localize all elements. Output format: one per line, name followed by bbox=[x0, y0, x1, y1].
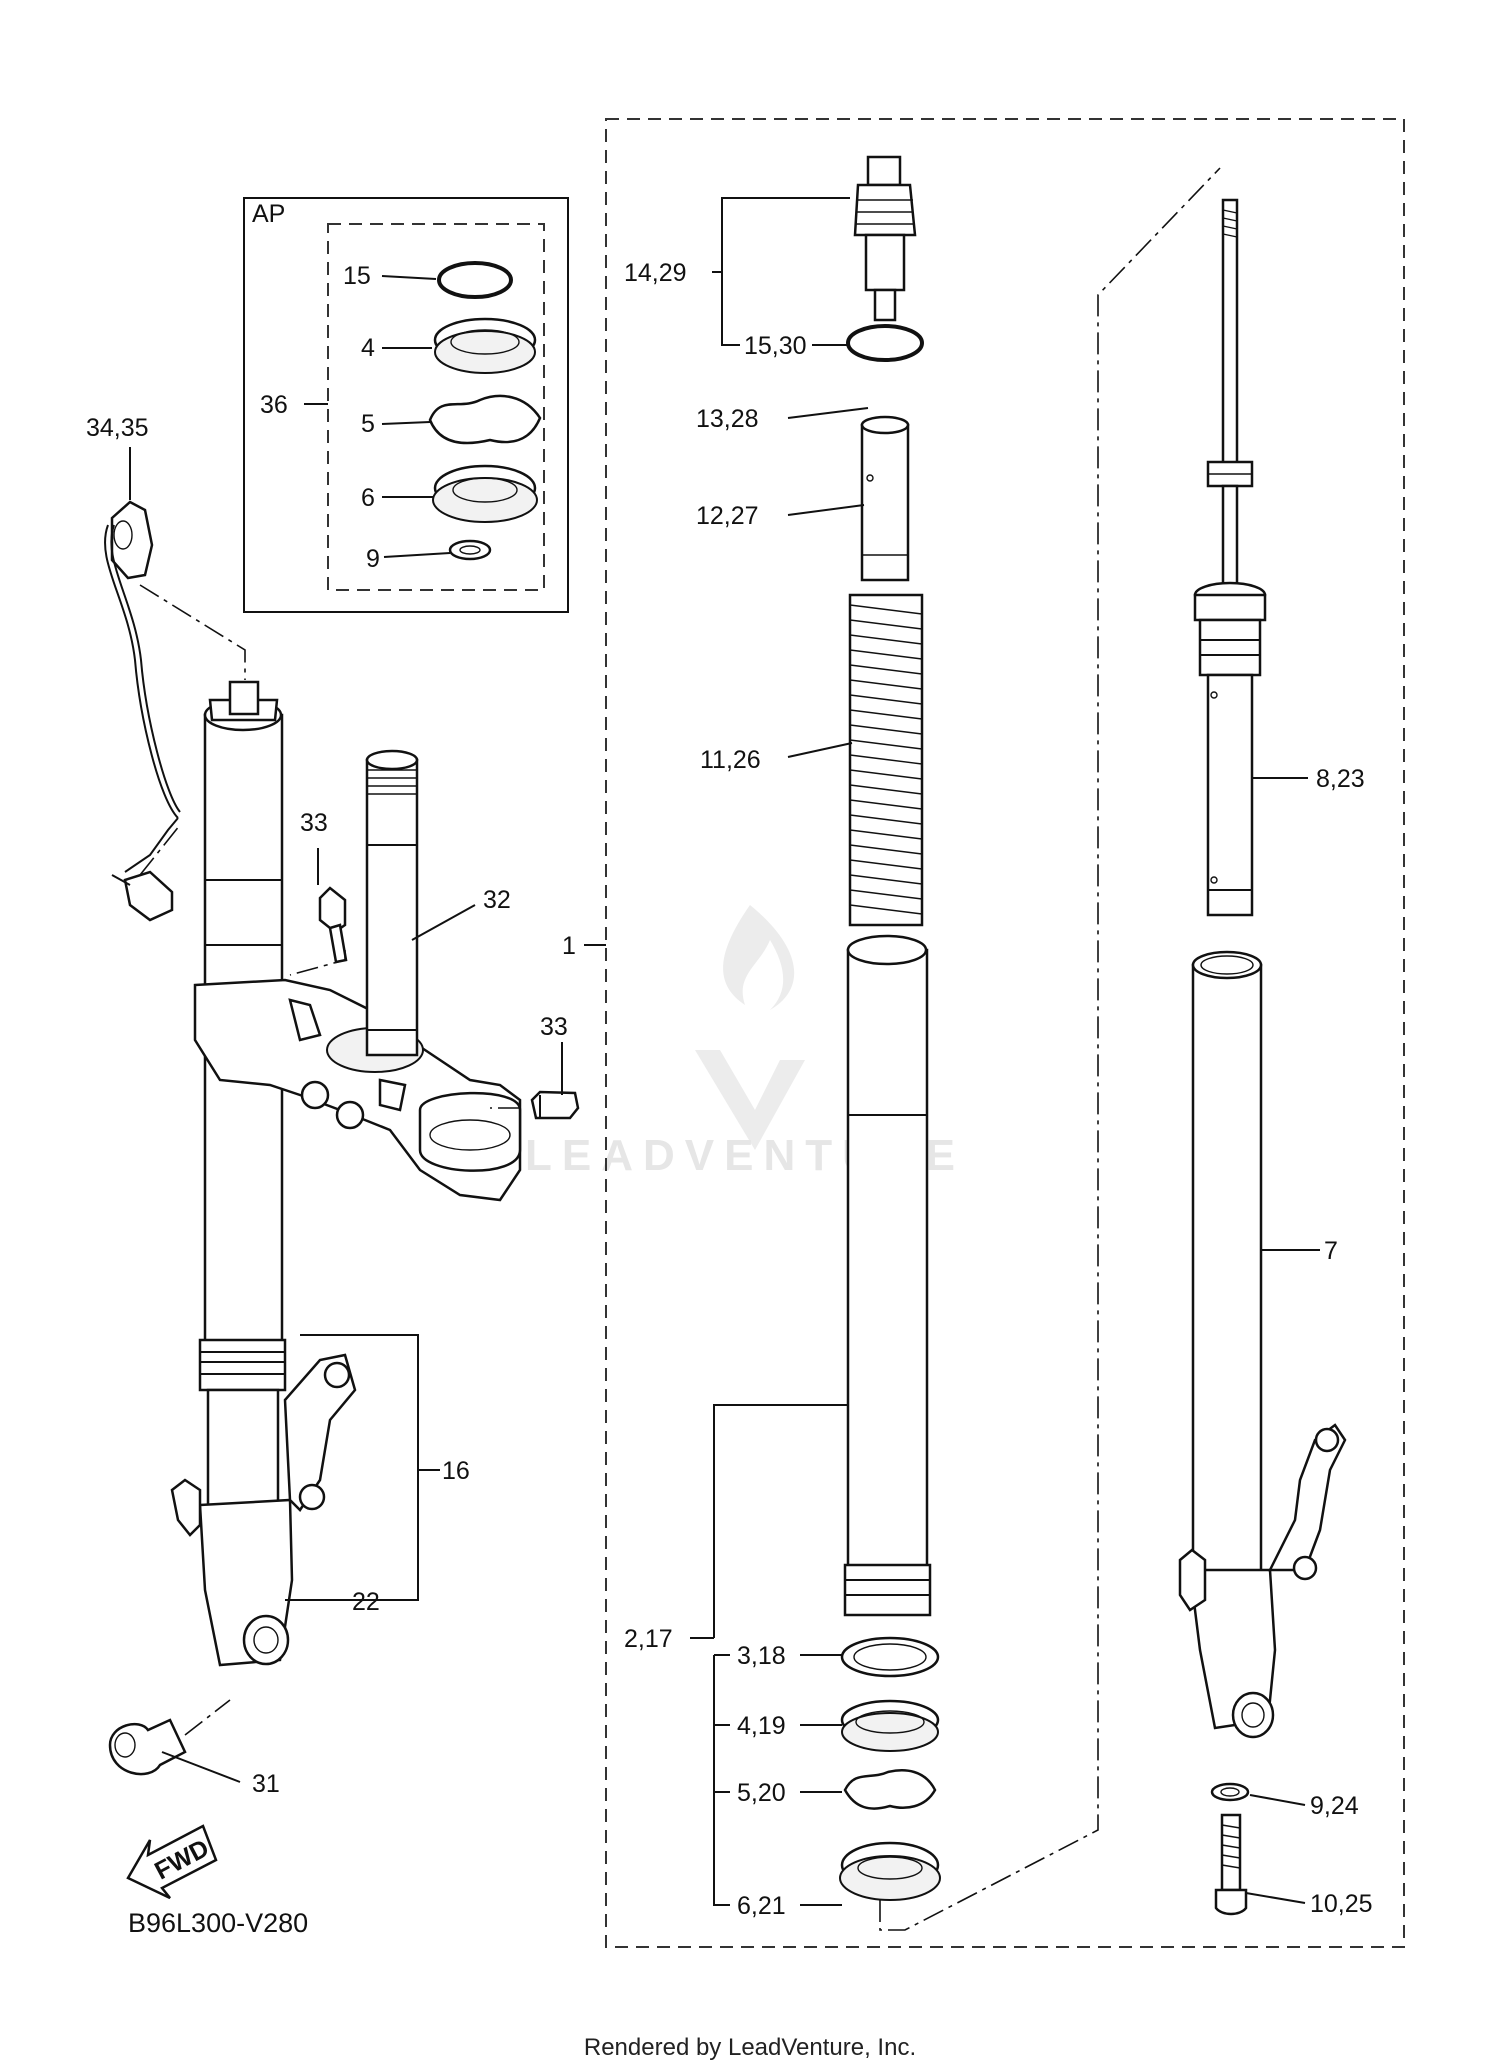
label-1: 1 bbox=[562, 932, 576, 960]
label-31: 31 bbox=[252, 1770, 280, 1798]
label-9-24: 9,24 bbox=[1310, 1792, 1359, 1820]
left-fork-assembly bbox=[104, 500, 580, 1776]
label-33-right: 33 bbox=[540, 1013, 568, 1041]
ap-group-label: AP bbox=[252, 200, 285, 228]
label-10-25: 10,25 bbox=[1310, 1890, 1373, 1918]
label-9: 9 bbox=[366, 545, 380, 573]
ap-group-box bbox=[243, 197, 569, 613]
o-ring-15 bbox=[437, 261, 513, 299]
assembly-1-box bbox=[605, 118, 1405, 1948]
center-leaders bbox=[584, 167, 1221, 1931]
fwd-arrow: FWD bbox=[126, 1824, 218, 1900]
diagram-code: B96L300-V280 bbox=[128, 1908, 308, 1938]
ap-inner-box bbox=[327, 223, 545, 591]
label-3-18: 3,18 bbox=[737, 1642, 786, 1670]
label-36: 36 bbox=[260, 391, 288, 419]
label-12-27: 12,27 bbox=[696, 502, 759, 530]
footer-credit: Rendered by LeadVenture, Inc. bbox=[584, 2034, 916, 2061]
label-13-28: 13,28 bbox=[696, 405, 759, 433]
label-2-17: 2,17 bbox=[624, 1625, 673, 1653]
left-leaders bbox=[129, 447, 563, 1783]
label-32: 32 bbox=[483, 886, 511, 914]
center-parts bbox=[839, 155, 941, 1901]
right-leaders bbox=[1245, 777, 1320, 1904]
label-15: 15 bbox=[343, 262, 371, 290]
label-16: 16 bbox=[442, 1457, 470, 1485]
label-4: 4 bbox=[361, 334, 375, 362]
label-7: 7 bbox=[1324, 1237, 1338, 1265]
part-labels: 15 4 36 5 6 9 34,35 33 32 33 16 22 31 14… bbox=[86, 259, 1373, 1920]
label-11-26: 11,26 bbox=[700, 746, 761, 774]
label-6: 6 bbox=[361, 484, 375, 512]
label-8-23: 8,23 bbox=[1316, 765, 1365, 793]
label-34-35: 34,35 bbox=[86, 414, 149, 442]
right-parts bbox=[1178, 198, 1347, 1916]
label-15-30: 15,30 bbox=[744, 332, 807, 360]
label-5: 5 bbox=[361, 410, 375, 438]
label-22: 22 bbox=[352, 1588, 380, 1616]
label-14-29: 14,29 bbox=[624, 259, 687, 287]
fork-spring bbox=[848, 593, 924, 927]
label-33-upper: 33 bbox=[300, 809, 328, 837]
ap-leaders bbox=[304, 275, 451, 558]
label-6-21: 6,21 bbox=[737, 1892, 786, 1920]
label-4-19: 4,19 bbox=[737, 1712, 786, 1740]
label-5-20: 5,20 bbox=[737, 1779, 786, 1807]
ap-parts bbox=[428, 261, 542, 561]
